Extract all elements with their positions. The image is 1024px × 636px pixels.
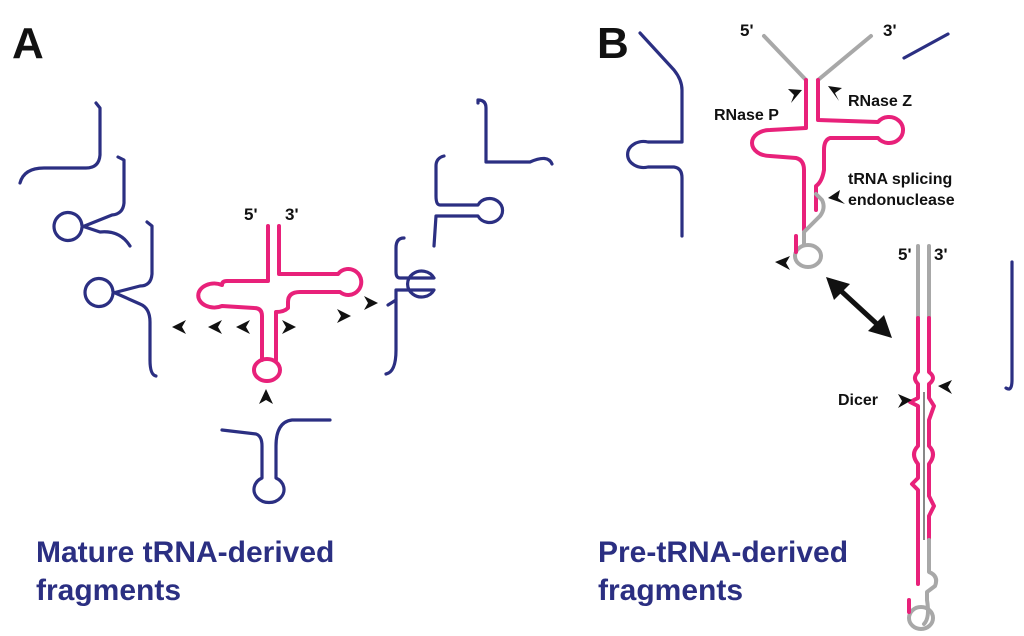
hairpin-grey-loop <box>922 538 939 626</box>
pre-trna-5-leader <box>762 34 808 82</box>
dicer-arrowhead-left-icon <box>898 394 912 408</box>
splicing-label-line2: endonuclease <box>848 192 955 209</box>
pre-trna-3-trailer <box>816 34 873 82</box>
fragment-3-tail <box>476 98 554 166</box>
anticodon-arrowhead-icon <box>775 256 790 270</box>
arrowhead-icon <box>172 320 186 334</box>
fragment-3-half-long <box>386 236 436 307</box>
arrowhead-icon <box>208 320 222 334</box>
caption-a-line2: fragments <box>36 574 181 607</box>
mature-trna: 5' 3' <box>196 205 364 383</box>
pre-trna-5-prime-label: 5' <box>740 21 754 40</box>
rnase-p-arrowhead-icon <box>788 89 802 103</box>
panel-b-letter: B <box>597 19 629 68</box>
arrowhead-icon <box>282 320 296 334</box>
fragment-5-tail-short <box>18 101 102 185</box>
caption-a: Mature tRNA-derived fragments <box>36 536 334 607</box>
pre-trna-trailer-fragment <box>902 32 950 60</box>
dicer-arrowhead-right-icon <box>938 380 952 394</box>
hairpin-3-prime-label: 3' <box>934 245 948 264</box>
caption-b: Pre-tRNA-derived fragments <box>598 536 848 607</box>
rnase-z-arrowhead-icon <box>828 86 842 101</box>
rnase-z-label: RNase Z <box>848 93 912 110</box>
arrowhead-icon <box>337 309 351 323</box>
fragment-3-half-mid <box>432 154 505 248</box>
hairpin-pink-3 <box>927 316 936 542</box>
fragment-5-half-dloop <box>52 155 132 248</box>
trna-acceptor-5 <box>196 224 270 362</box>
pre-trna: 5' 3' <box>740 21 905 269</box>
fragment-5-half-long <box>83 220 158 378</box>
pre-trna-intron <box>802 192 826 246</box>
caption-a-line1: Mature tRNA-derived <box>36 536 334 569</box>
trna-3-prime-label: 3' <box>285 205 299 224</box>
trna-acceptor-3 <box>274 224 364 362</box>
cleavage-arrowheads-a <box>172 296 378 404</box>
double-arrow-icon <box>826 277 892 338</box>
dicer-label: Dicer <box>838 392 878 409</box>
caption-b-line2: fragments <box>598 574 743 607</box>
caption-b-line1: Pre-tRNA-derived <box>598 536 848 569</box>
panel-a: A 5' 3' <box>12 19 554 505</box>
trna-5-prime-label: 5' <box>244 205 258 224</box>
hairpin-fragment-right <box>1004 260 1014 391</box>
arrowhead-icon <box>259 389 273 404</box>
hairpin-terminal-loop <box>907 605 935 631</box>
hairpin-pink-5 <box>908 316 920 542</box>
trna-anticodon-loop <box>252 357 282 383</box>
panel-a-letter: A <box>12 19 44 68</box>
arrowhead-icon <box>364 296 378 310</box>
pre-trna-leader-fragment <box>626 31 684 238</box>
fragment-anticodon <box>220 418 332 505</box>
splicing-label-line1: tRNA splicing <box>848 171 952 188</box>
pre-trna-anticodon-loop <box>793 243 823 269</box>
rnase-p-label: RNase P <box>714 107 779 124</box>
pre-trna-body-3 <box>814 78 905 212</box>
long-hairpin: 5' 3' <box>898 244 948 631</box>
fragment-3-half-lower <box>384 298 398 376</box>
pre-trna-3-prime-label: 3' <box>883 21 897 40</box>
splicing-arrowhead-icon <box>828 190 845 204</box>
panel-b: B 5' 3' RNase P RNase Z tRNA splicing en… <box>597 19 1014 631</box>
arrowhead-icon <box>236 320 250 334</box>
pre-trna-body-5 <box>750 78 808 232</box>
hairpin-5-prime-label: 5' <box>898 245 912 264</box>
